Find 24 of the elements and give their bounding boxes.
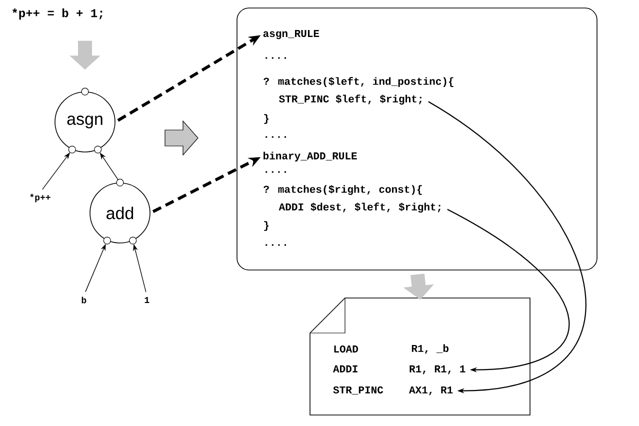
rule-name: binary_ADD_RULE [264, 152, 357, 162]
document-box [310, 298, 530, 416]
code-line: R1, _b [412, 344, 448, 354]
code-line: } [264, 114, 268, 124]
operand-label: 1 [144, 297, 150, 303]
code-line: } [264, 221, 268, 231]
curved-arrow [447, 208, 570, 372]
code-line: ? matches($right, const){ [264, 185, 422, 195]
instruction-line: STR_PINC AX1, R1 [333, 386, 453, 396]
curved-arrow [428, 101, 586, 394]
code-line: .... [266, 171, 286, 173]
instruction-line: ADDI R1, R1, 1 [333, 365, 466, 374]
code-line: STR_PINC $left, $right; [279, 94, 422, 105]
rule-name: asgn_RULE [263, 30, 320, 40]
code-line: ADDI $dest, $left, $right; [278, 202, 440, 213]
code-line: ? matches($left, ind_postinc){ [264, 77, 454, 87]
rule-panel [236, 8, 598, 270]
code-line: .... [266, 136, 286, 138]
code-line: LOAD [334, 345, 358, 353]
source-code-line: *p++ = b + 1; [12, 8, 102, 20]
operand-label: *p++ [30, 194, 50, 202]
code-line: .... [266, 244, 286, 246]
code-line: .... [266, 57, 286, 59]
operand-label: b [82, 296, 86, 304]
